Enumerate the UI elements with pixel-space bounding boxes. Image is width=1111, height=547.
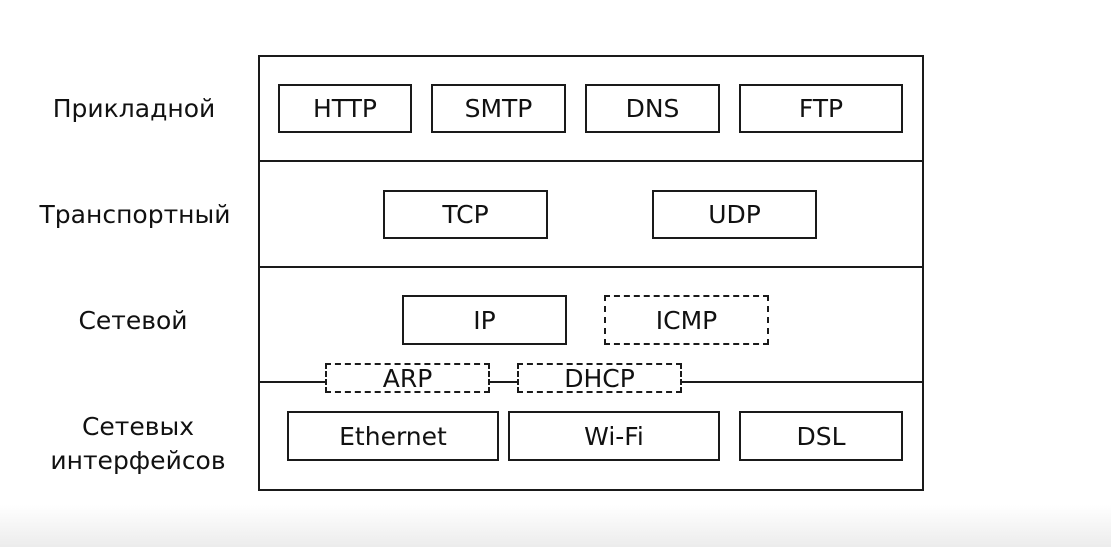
layer-label-transport: Транспортный [39,200,231,229]
protocol-dhcp: DHCP [517,363,682,393]
protocol-ethernet: Ethernet [287,411,499,461]
layer-label-network: Сетевой [78,306,188,335]
divider-transport-network [258,266,922,268]
protocol-ftp: FTP [739,84,903,133]
protocol-ip: IP [402,295,567,345]
protocol-wifi: Wi-Fi [508,411,720,461]
layer-label-application: Прикладной [52,94,216,123]
layer-label-network-interface: Сетевых интерфейсов [50,412,226,475]
protocol-http: HTTP [278,84,412,133]
divider-application-transport [258,160,922,162]
protocol-smtp: SMTP [431,84,566,133]
protocol-arp: ARP [325,363,490,393]
protocol-dns: DNS [585,84,720,133]
protocol-udp: UDP [652,190,817,239]
stack-frame [258,55,924,491]
protocol-dsl: DSL [739,411,903,461]
bottom-shade [0,505,1111,547]
protocol-tcp: TCP [383,190,548,239]
protocol-icmp: ICMP [604,295,769,345]
